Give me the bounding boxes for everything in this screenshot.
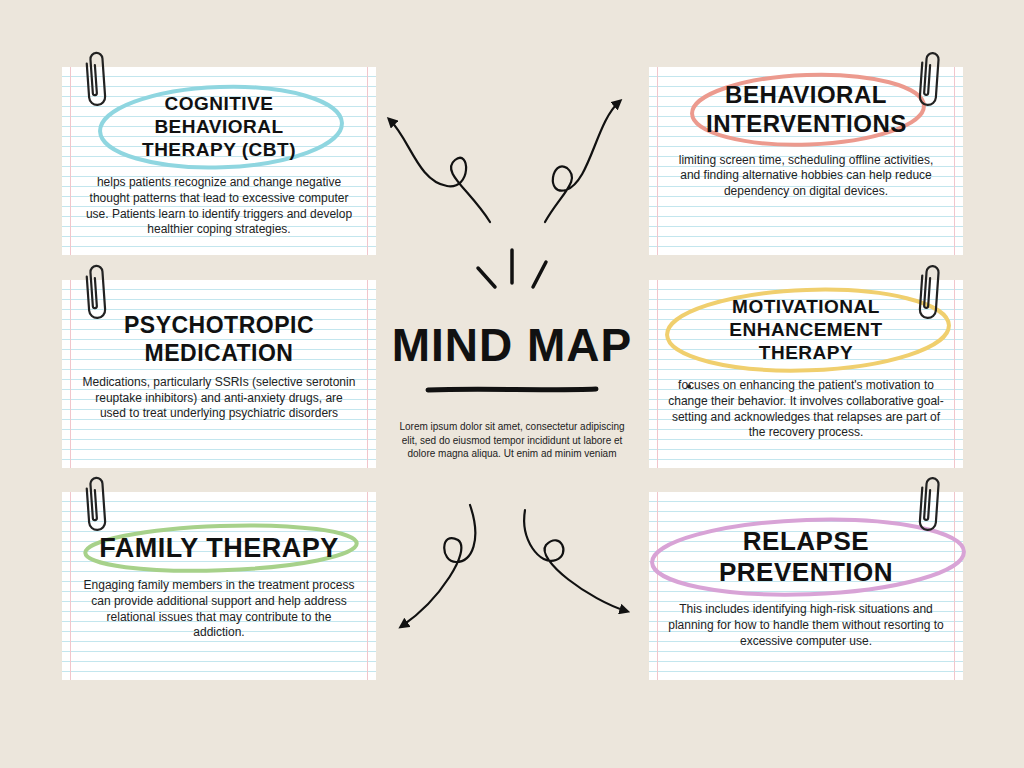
paperclip	[919, 478, 939, 531]
note-card: COGNITIVE BEHAVIORAL THERAPY (CBT) helps …	[62, 67, 376, 255]
highlight-ellipse	[666, 285, 951, 375]
card-heading: PSYCHOTROPIC MEDICATION	[119, 312, 319, 367]
card-heading: COGNITIVE BEHAVIORAL THERAPY (CBT)	[114, 93, 324, 161]
card-body: Medications, particularly SSRIs (selecti…	[81, 375, 357, 422]
card-heading: RELAPSE PREVENTION	[666, 526, 946, 588]
card-decoration	[62, 280, 376, 468]
paperclip	[919, 266, 939, 319]
card-body: limiting screen time, scheduling offline…	[668, 153, 944, 200]
spark-stroke	[533, 262, 546, 287]
card-heading: BEHAVIORAL INTERVENTIONS	[706, 81, 906, 139]
card-body: focuses on enhancing the patient's motiv…	[668, 378, 944, 440]
highlight-ellipse	[99, 83, 344, 172]
title-underline	[428, 389, 596, 390]
map-title: MIND MAP	[362, 318, 662, 372]
note-card: BEHAVIORAL INTERVENTIONS limiting screen …	[649, 67, 963, 255]
paperclip	[86, 266, 106, 319]
note-card: PSYCHOTROPIC MEDICATION Medications, part…	[62, 280, 376, 468]
curly-arrow	[524, 510, 626, 611]
card-body: This includes identifying high-risk situ…	[668, 602, 944, 649]
paperclip	[86, 478, 106, 531]
center-note: Lorem ipsum dolor sit amet, consectetur …	[397, 420, 627, 461]
card-heading: FAMILY THERAPY	[99, 532, 339, 564]
card-heading: MOTIVATIONAL ENHANCEMENT THERAPY	[681, 296, 931, 364]
curly-arrow	[390, 120, 490, 222]
highlight-ellipse	[691, 71, 925, 149]
card-body: helps patients recognize and change nega…	[81, 175, 357, 237]
card-body: Engaging family members in the treatment…	[81, 578, 357, 640]
highlight-ellipse	[85, 521, 358, 575]
note-card: FAMILY THERAPY Engaging family members in…	[62, 492, 376, 680]
spark-stroke	[510, 250, 514, 283]
curly-arrow	[545, 102, 619, 222]
paperclip	[86, 53, 106, 106]
note-card: RELAPSE PREVENTION This includes identify…	[649, 492, 963, 680]
note-card: MOTIVATIONAL ENHANCEMENT THERAPY focuses …	[649, 280, 963, 468]
spark-stroke	[478, 268, 495, 287]
curly-arrow	[402, 505, 475, 626]
paperclip	[919, 53, 939, 106]
highlight-ellipse	[651, 515, 965, 600]
